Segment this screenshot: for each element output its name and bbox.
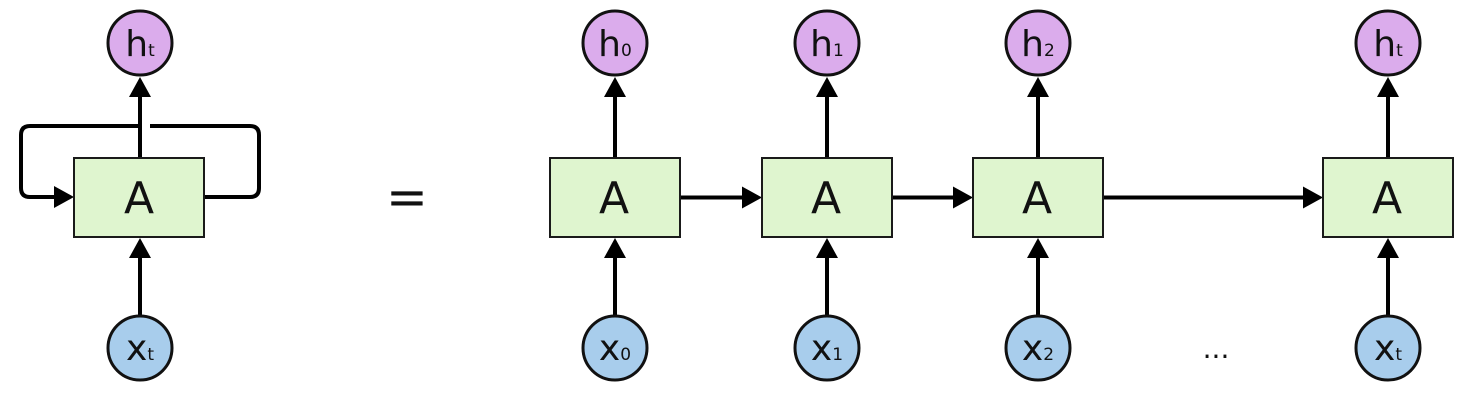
step-3-input-main: x	[1374, 328, 1395, 369]
step-2-recurrent-arrowhead	[1303, 186, 1323, 209]
step-0-cell-box	[549, 157, 681, 238]
step-1-output-node	[793, 9, 861, 77]
rolled-rnn: A ht xt	[19, 9, 261, 382]
step-3-output-node	[1354, 9, 1422, 77]
rolled-input-sub: t	[147, 345, 154, 365]
step-0-input-label: x0	[599, 328, 631, 369]
rolled-output-label: ht	[125, 24, 155, 65]
step-0-output-main: h	[598, 24, 621, 65]
ellipsis-label: ...	[1203, 332, 1230, 365]
step-1-output-main: h	[810, 24, 833, 65]
step-0-input-node	[581, 314, 649, 382]
step-1-cell-label: A	[811, 173, 841, 224]
step-2-input-label: x2	[1022, 328, 1054, 369]
step-2-cell-label: A	[1022, 173, 1052, 224]
step-2-output-sub: 2	[1044, 41, 1055, 61]
step-3-cell-label: A	[1372, 173, 1402, 224]
step-3-input-node	[1354, 314, 1422, 382]
step-3-output-arrowhead	[1377, 77, 1399, 97]
step-2-output-main: h	[1021, 24, 1044, 65]
rolled-cell-label: A	[124, 173, 154, 224]
step-0-cell-label: A	[599, 173, 629, 224]
step-0-output-arrowhead	[604, 77, 626, 97]
step-0-output-node	[581, 9, 649, 77]
step-1-input-arrowhead	[816, 238, 838, 258]
step-0-input-arrowhead	[604, 238, 626, 258]
step-2-output-node	[1004, 9, 1072, 77]
step-3-output-sub: t	[1396, 41, 1403, 61]
step-3-input-arrowhead	[1377, 238, 1399, 258]
rolled-input-node	[106, 314, 174, 382]
step-1-input-main: x	[811, 328, 832, 369]
step-0-recurrent-arrowhead	[742, 186, 762, 209]
step-2-cell-box	[972, 157, 1104, 238]
step-0-input-main: x	[599, 328, 620, 369]
step-1-input-label: x1	[811, 328, 843, 369]
step-0-output-sub: 0	[621, 41, 632, 61]
step-2-input-main: x	[1022, 328, 1043, 369]
step-1-output-sub: 1	[833, 41, 844, 61]
step-1-output-label: h1	[810, 24, 844, 65]
rolled-output-node	[106, 9, 174, 77]
rolled-input-arrowhead	[129, 238, 151, 258]
step-1-output-arrowhead	[816, 77, 838, 97]
step-3-input-sub: t	[1395, 345, 1402, 365]
step-3-cell-box	[1322, 157, 1454, 238]
step-1-input-sub: 1	[832, 345, 843, 365]
step-1-input-node	[793, 314, 861, 382]
step-0-output-label: h0	[598, 24, 632, 65]
step-2-output-arrowhead	[1027, 77, 1049, 97]
rolled-output-main: h	[125, 24, 148, 65]
step-0-input-sub: 0	[620, 345, 631, 365]
step-1-cell-box	[761, 157, 893, 238]
recurrent-loop-edge-right	[150, 124, 261, 199]
step-3-output-label: ht	[1373, 24, 1403, 65]
rolled-input-main: x	[126, 328, 147, 369]
step-1-recurrent-arrowhead	[953, 186, 973, 209]
equals-sign: =	[386, 168, 428, 226]
rolled-input-label: xt	[126, 328, 154, 369]
step-2-output-label: h2	[1021, 24, 1055, 65]
recurrent-loop-arrowhead	[54, 186, 74, 208]
rolled-output-arrowhead	[129, 77, 151, 97]
step-2-input-sub: 2	[1043, 345, 1054, 365]
step-2-input-node	[1004, 314, 1072, 382]
step-3-input-label: xt	[1374, 328, 1402, 369]
step-3-output-main: h	[1373, 24, 1396, 65]
step-2-input-arrowhead	[1027, 238, 1049, 258]
recurrent-loop-edge	[19, 124, 140, 199]
rolled-output-sub: t	[148, 41, 155, 61]
rolled-cell-box	[73, 157, 205, 238]
